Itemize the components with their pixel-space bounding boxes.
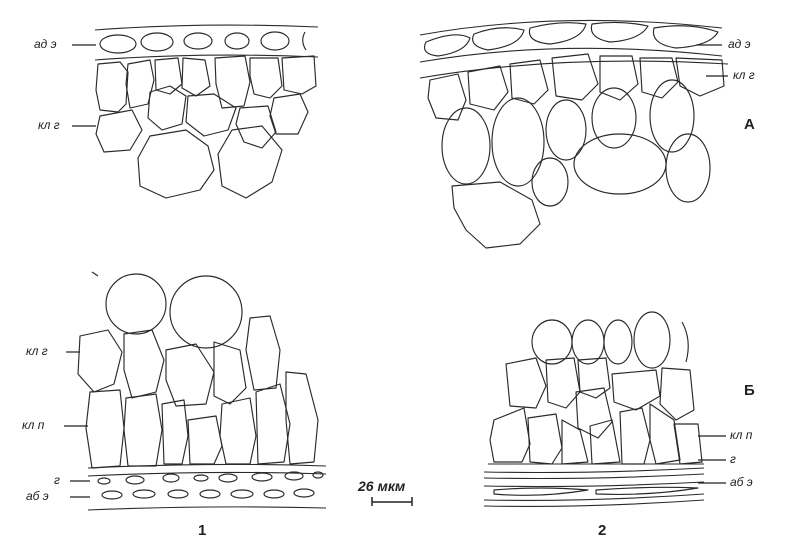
panel-b2-cells: [490, 312, 702, 464]
panel-a1-epidermis: [95, 25, 318, 60]
panel-b1-lower-epidermis: [88, 464, 326, 510]
label-abaxial-epidermis-b1: аб э: [26, 489, 49, 503]
label-cl-g-b1: кл г: [26, 344, 48, 358]
panel-number-2: 2: [598, 522, 606, 539]
section-mark-b: Б: [744, 382, 755, 399]
label-cl-g-a1: кл г: [38, 118, 60, 132]
panel-b2-lower-epidermis: [484, 464, 704, 506]
section-mark-a: А: [744, 116, 755, 133]
label-g-b2: г: [730, 452, 736, 466]
label-cl-g-a2: кл г: [733, 68, 755, 82]
label-g-b1: г: [54, 473, 60, 487]
label-cl-p-b1: кл п: [22, 418, 44, 432]
scale-bar-label: 26 мкм: [358, 478, 405, 494]
label-cl-p-b2: кл п: [730, 428, 752, 442]
label-abaxial-epidermis-b2: аб э: [730, 475, 753, 489]
panel-number-1: 1: [198, 522, 206, 539]
label-pointers: [64, 45, 728, 497]
panel-a1-cells: [96, 56, 316, 198]
scale-bar-line: [372, 497, 412, 506]
panel-b1-cells: [78, 272, 318, 468]
label-adaxial-epidermis-a2: ад э: [728, 37, 751, 51]
panel-a2-cells: [428, 54, 724, 248]
panel-a2-epidermis: [420, 20, 728, 78]
label-adaxial-epidermis-a1: ад э: [34, 37, 57, 51]
